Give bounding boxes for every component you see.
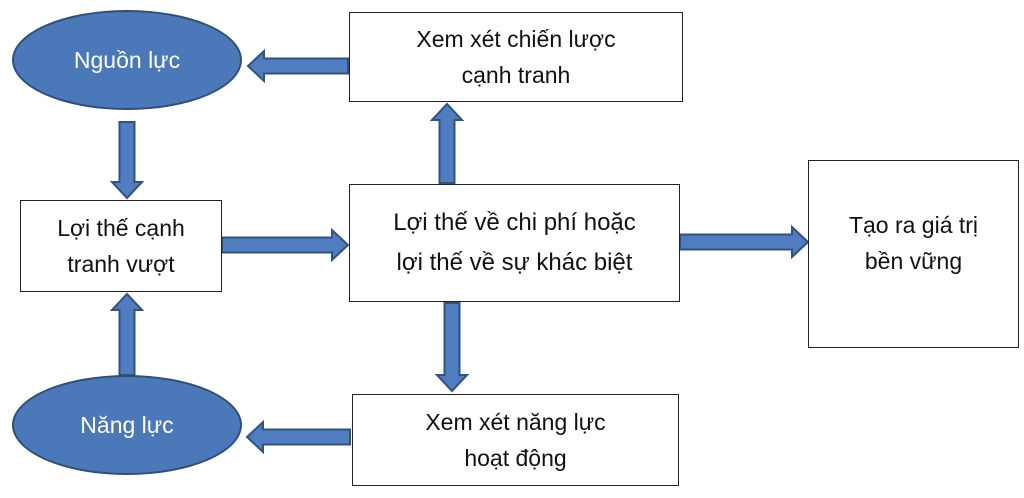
- node-nang-luc-label: Năng lực: [80, 411, 174, 438]
- node-nang-luc: Năng lực: [12, 375, 242, 475]
- node-loi-the-chi-phi-line1: Lợi thế về chi phí hoặc: [393, 209, 636, 236]
- node-chien-luoc: Xem xét chiến lược cạnh tranh: [349, 12, 683, 102]
- node-gia-tri-line2: bền vững: [864, 248, 963, 274]
- node-nguon-luc-label: Nguồn lực: [73, 46, 181, 73]
- arrow-nang-luc-to-loi-the-vuot: [109, 292, 145, 376]
- node-gia-tri-line1: Tạo ra giá trị: [848, 212, 979, 238]
- node-loi-the-vuot-line1: Lợi thế cạnh: [57, 215, 185, 241]
- node-loi-the-chi-phi-line2: lợi thế về sự khác biệt: [396, 249, 633, 276]
- node-nang-luc-hoat-dong-line2: hoạt động: [464, 445, 567, 471]
- arrow-nang-luc-hoat-dong-to-nang-luc: [245, 419, 351, 455]
- node-nang-luc-hoat-dong: Xem xét năng lực hoạt động: [352, 394, 679, 486]
- node-loi-the-chi-phi: Lợi thế về chi phí hoặc lợi thế về sự kh…: [349, 184, 680, 302]
- arrow-loi-the-vuot-to-chi-phi: [221, 227, 350, 263]
- node-loi-the-vuot: Lợi thế cạnh tranh vượt: [20, 200, 222, 292]
- node-nang-luc-hoat-dong-line1: Xem xét năng lực: [425, 409, 606, 435]
- node-gia-tri: Tạo ra giá trị bền vững: [808, 160, 1019, 348]
- arrow-chi-phi-to-chien-luoc: [429, 102, 465, 184]
- arrow-chi-phi-to-nang-luc-hoat-dong: [434, 302, 470, 393]
- node-nguon-luc: Nguồn lực: [12, 10, 242, 110]
- arrow-nguon-luc-to-loi-the-vuot: [109, 121, 145, 200]
- arrow-chien-luoc-to-nguon-luc: [246, 48, 349, 84]
- arrow-chi-phi-to-gia-tri: [679, 224, 810, 260]
- node-chien-luoc-line1: Xem xét chiến lược: [416, 26, 616, 52]
- node-chien-luoc-line2: cạnh tranh: [461, 62, 571, 88]
- node-loi-the-vuot-line2: tranh vượt: [67, 251, 175, 277]
